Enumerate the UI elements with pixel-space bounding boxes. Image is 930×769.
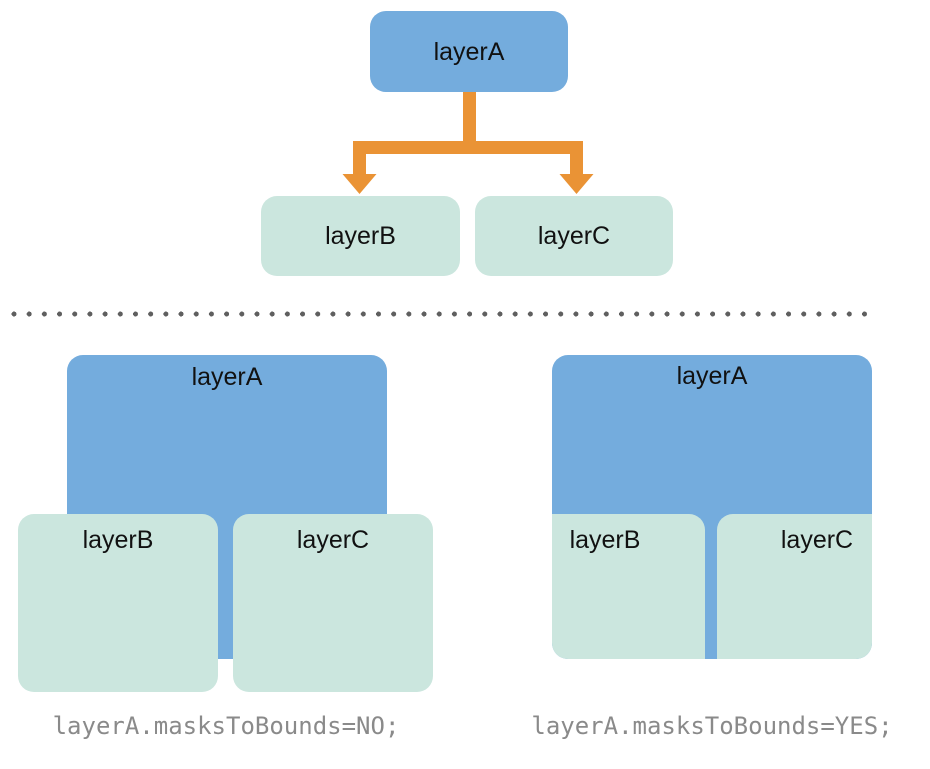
layerc-rect: layerC	[233, 514, 433, 692]
layerb-rect: layerB	[18, 514, 218, 692]
layerb-clipped-rect: layerB	[552, 514, 705, 659]
tree-node-layera-label: layerA	[433, 37, 505, 66]
composite-masks-yes: layerA layerB layerC	[552, 355, 872, 659]
tree-node-layerc-label: layerC	[537, 222, 611, 250]
caption-masks-yes: layerA.masksToBounds=YES;	[531, 712, 893, 740]
dotted-divider	[11, 311, 877, 317]
composite-masks-no: layerA layerB layerC	[18, 355, 433, 692]
arrow-crossbar	[353, 141, 583, 176]
tree-node-layerb: layerB	[261, 196, 460, 276]
layerc-clipped-rect: layerC	[717, 514, 872, 659]
arrowhead-right-icon	[559, 174, 594, 194]
arrowhead-left-icon	[342, 174, 377, 194]
layerc-rect-label: layerC	[296, 526, 370, 554]
caption-masks-no: layerA.masksToBounds=NO;	[52, 712, 400, 740]
branch-arrow-icon	[342, 92, 594, 194]
tree-node-layerc: layerC	[475, 196, 673, 276]
layerb-clipped-rect-label: layerB	[569, 526, 641, 554]
tree-node-layerb-label: layerB	[325, 222, 396, 250]
layera-rect-label: layerA	[191, 363, 263, 391]
layera-clipped-rect-label: layerA	[676, 362, 748, 390]
tree-node-layera: layerA	[370, 11, 568, 92]
layerb-rect-label: layerB	[82, 526, 154, 554]
layerc-clipped-rect-label: layerC	[780, 526, 854, 554]
